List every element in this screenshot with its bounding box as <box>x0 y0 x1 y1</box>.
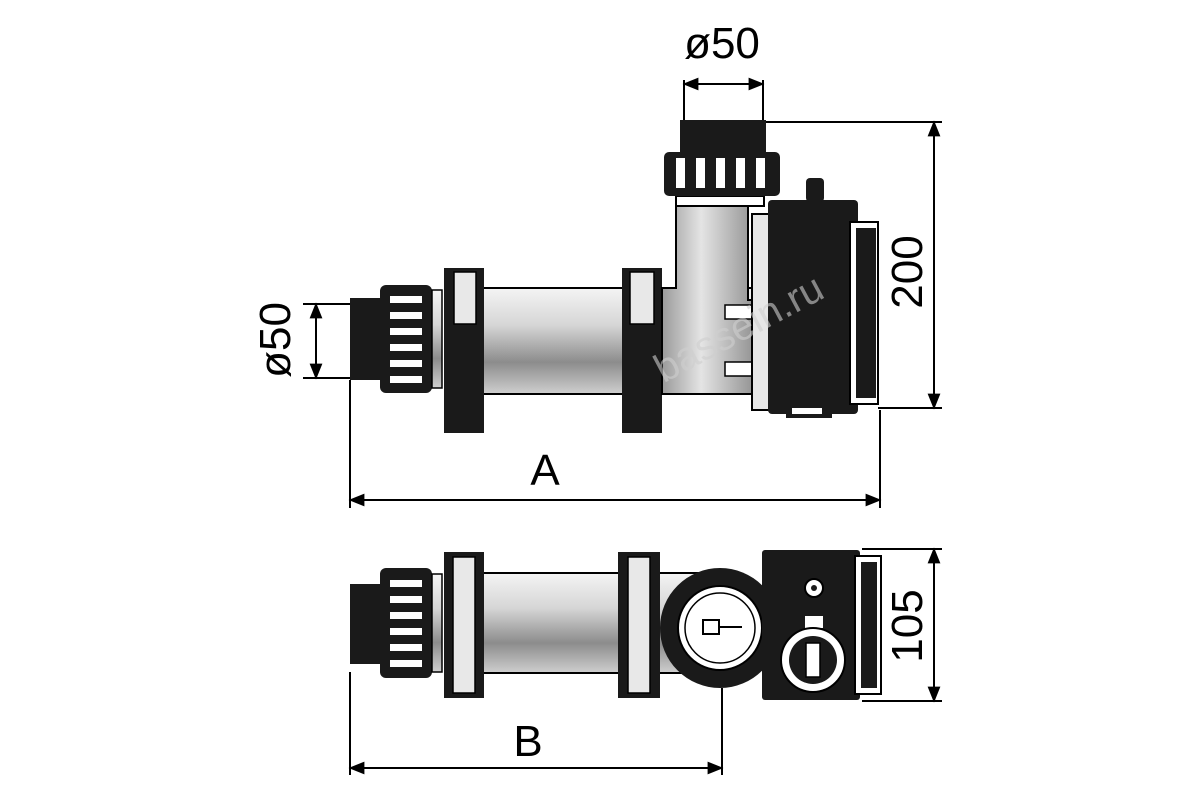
top-inlet-diameter-label: ø50 <box>684 19 760 68</box>
side-control-housing <box>751 178 879 418</box>
side-union-nut <box>380 285 432 393</box>
top-clamp-right <box>618 552 660 698</box>
top-clamp-left <box>444 552 484 698</box>
top-outlet-flange <box>660 568 780 688</box>
dimension-lines <box>303 77 942 775</box>
top-union-nut-left <box>380 568 432 678</box>
top-union-nut <box>664 120 780 196</box>
side-inlet-diameter-label: ø50 <box>251 302 300 378</box>
side-clamp-left <box>444 268 484 433</box>
length-b-label: B <box>513 717 542 766</box>
top-control-box <box>762 550 882 700</box>
length-a-label: A <box>530 446 560 495</box>
side-view <box>350 120 879 433</box>
height-label: 200 <box>883 235 932 308</box>
width-label: 105 <box>883 589 932 662</box>
top-view <box>350 550 882 700</box>
side-clamp-right <box>622 268 662 433</box>
